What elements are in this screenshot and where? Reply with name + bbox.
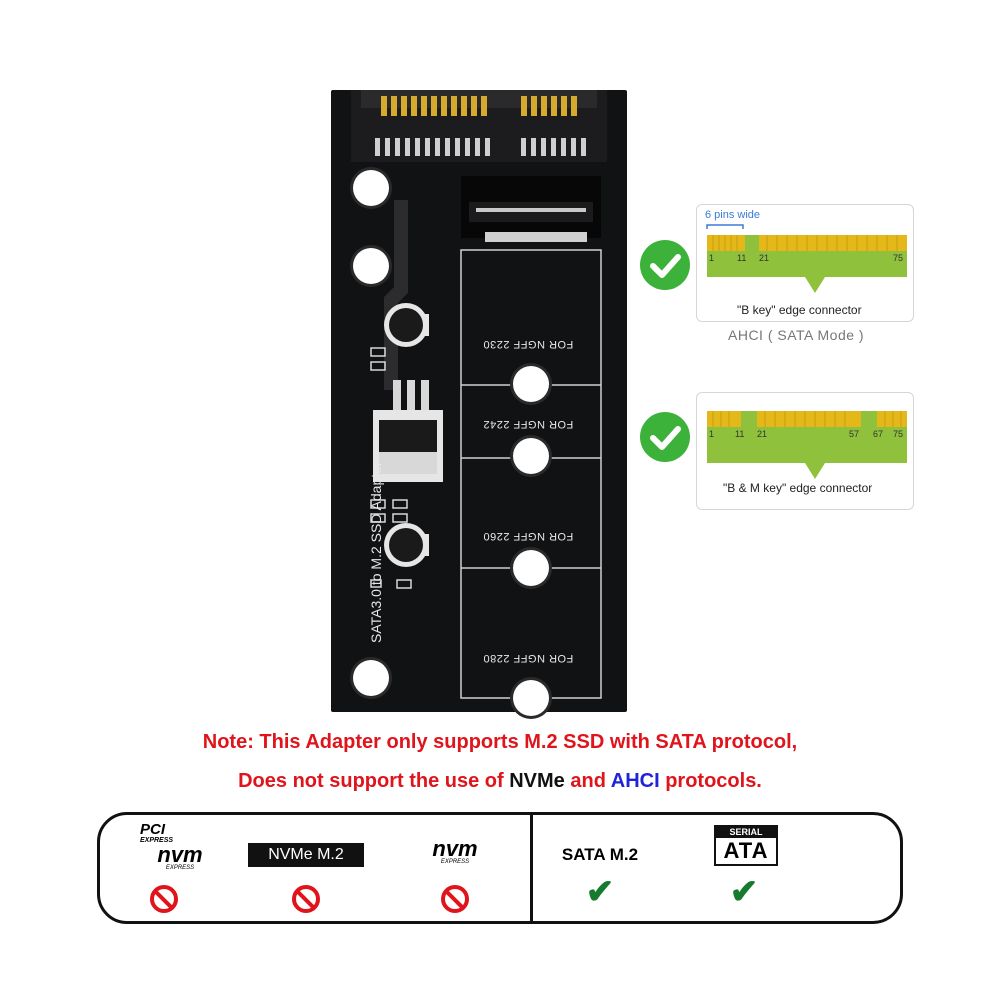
not-supported-icon [146,885,182,913]
bm-key-card: 1 11 21 57 67 75 "B & M key" edge connec… [696,392,914,510]
pcie-nvme-logo: PCI EXPRESS nvm EXPRESS [130,821,230,871]
slot-label-2280: FOR NGFF 2280 [483,652,574,664]
nvm-text: nvm [157,842,203,867]
adapter-board: SATA3.0 to M.2 SSD Adapter FOR NGFF 2230… [331,90,627,716]
mounting-hole [513,438,549,474]
pin-number: 21 [759,253,770,263]
check-icon: ✔ [729,873,759,911]
mounting-hole [513,366,549,402]
board-graphics [351,90,607,699]
sata-m2-label: SATA M.2 [561,845,639,864]
note-line-1: Note: This Adapter only supports M.2 SSD… [202,731,798,753]
note-line-2: Does not support the use of NVMe and AHC… [0,770,1000,793]
b-key-connector [706,224,907,293]
pin-number: 75 [893,429,904,439]
serial-text: SERIAL [716,827,776,838]
note-nvme: NVMe [509,770,565,792]
mounting-hole [353,170,389,206]
pin-number: 57 [849,429,860,439]
nvm-express-logo: nvm EXPRESS [410,836,500,866]
mounting-hole [353,660,389,696]
mounting-hole [513,680,549,716]
bm-key-connector [707,411,907,479]
check-icon: ✔ [585,873,615,911]
slot-label-2242: FOR NGFF 2242 [483,418,574,430]
pcie-text: PCI [140,821,166,838]
check-icon [640,240,690,290]
serial-ata-logo: SERIAL ATA [714,825,778,866]
nvm-express-text: EXPRESS [165,865,195,871]
pin-number: 11 [735,429,745,439]
pin-number: 75 [893,253,904,263]
pins-wide-note: 6 pins wide [705,209,761,221]
pin-number: 1 [709,429,715,439]
b-key-caption: "B key" edge connector [737,303,862,317]
note-ahci: AHCI [610,770,660,792]
b-key-card: 6 pins wide 1 11 21 75 "B key" edge conn… [696,204,914,322]
slot-label-2260: FOR NGFF 2260 [483,530,574,542]
pin-number: 1 [709,253,715,263]
protocol-support-bar: PCI EXPRESS nvm EXPRESS NVMe M.2 nvm EXP… [97,812,903,924]
ata-text: ATA [723,838,769,863]
note-text: protocols. [659,770,762,792]
nvm-text: nvm [432,836,478,861]
note-text: and [564,770,611,792]
bm-key-caption: "B & M key" edge connector [723,481,873,495]
board-title: SATA3.0 to M.2 SSD Adapter [368,461,384,643]
divider [530,815,533,921]
nvm-express-text: EXPRESS [440,859,470,865]
pin-number: 21 [757,429,768,439]
nvme-m2-logo: NVMe M.2 [248,843,364,867]
not-supported-icon [288,885,324,913]
check-icon [640,412,690,462]
not-supported-icon [437,885,473,913]
pin-number: 11 [737,253,747,263]
ahci-mode-label: AHCI ( SATA Mode ) [728,327,865,343]
pin-number: 67 [873,429,884,439]
note-text: Does not support the use of [238,770,510,792]
slot-label-2230: FOR NGFF 2230 [483,338,574,350]
pcie-express-text: EXPRESS [140,837,174,844]
mounting-hole [513,550,549,586]
mounting-hole [353,248,389,284]
